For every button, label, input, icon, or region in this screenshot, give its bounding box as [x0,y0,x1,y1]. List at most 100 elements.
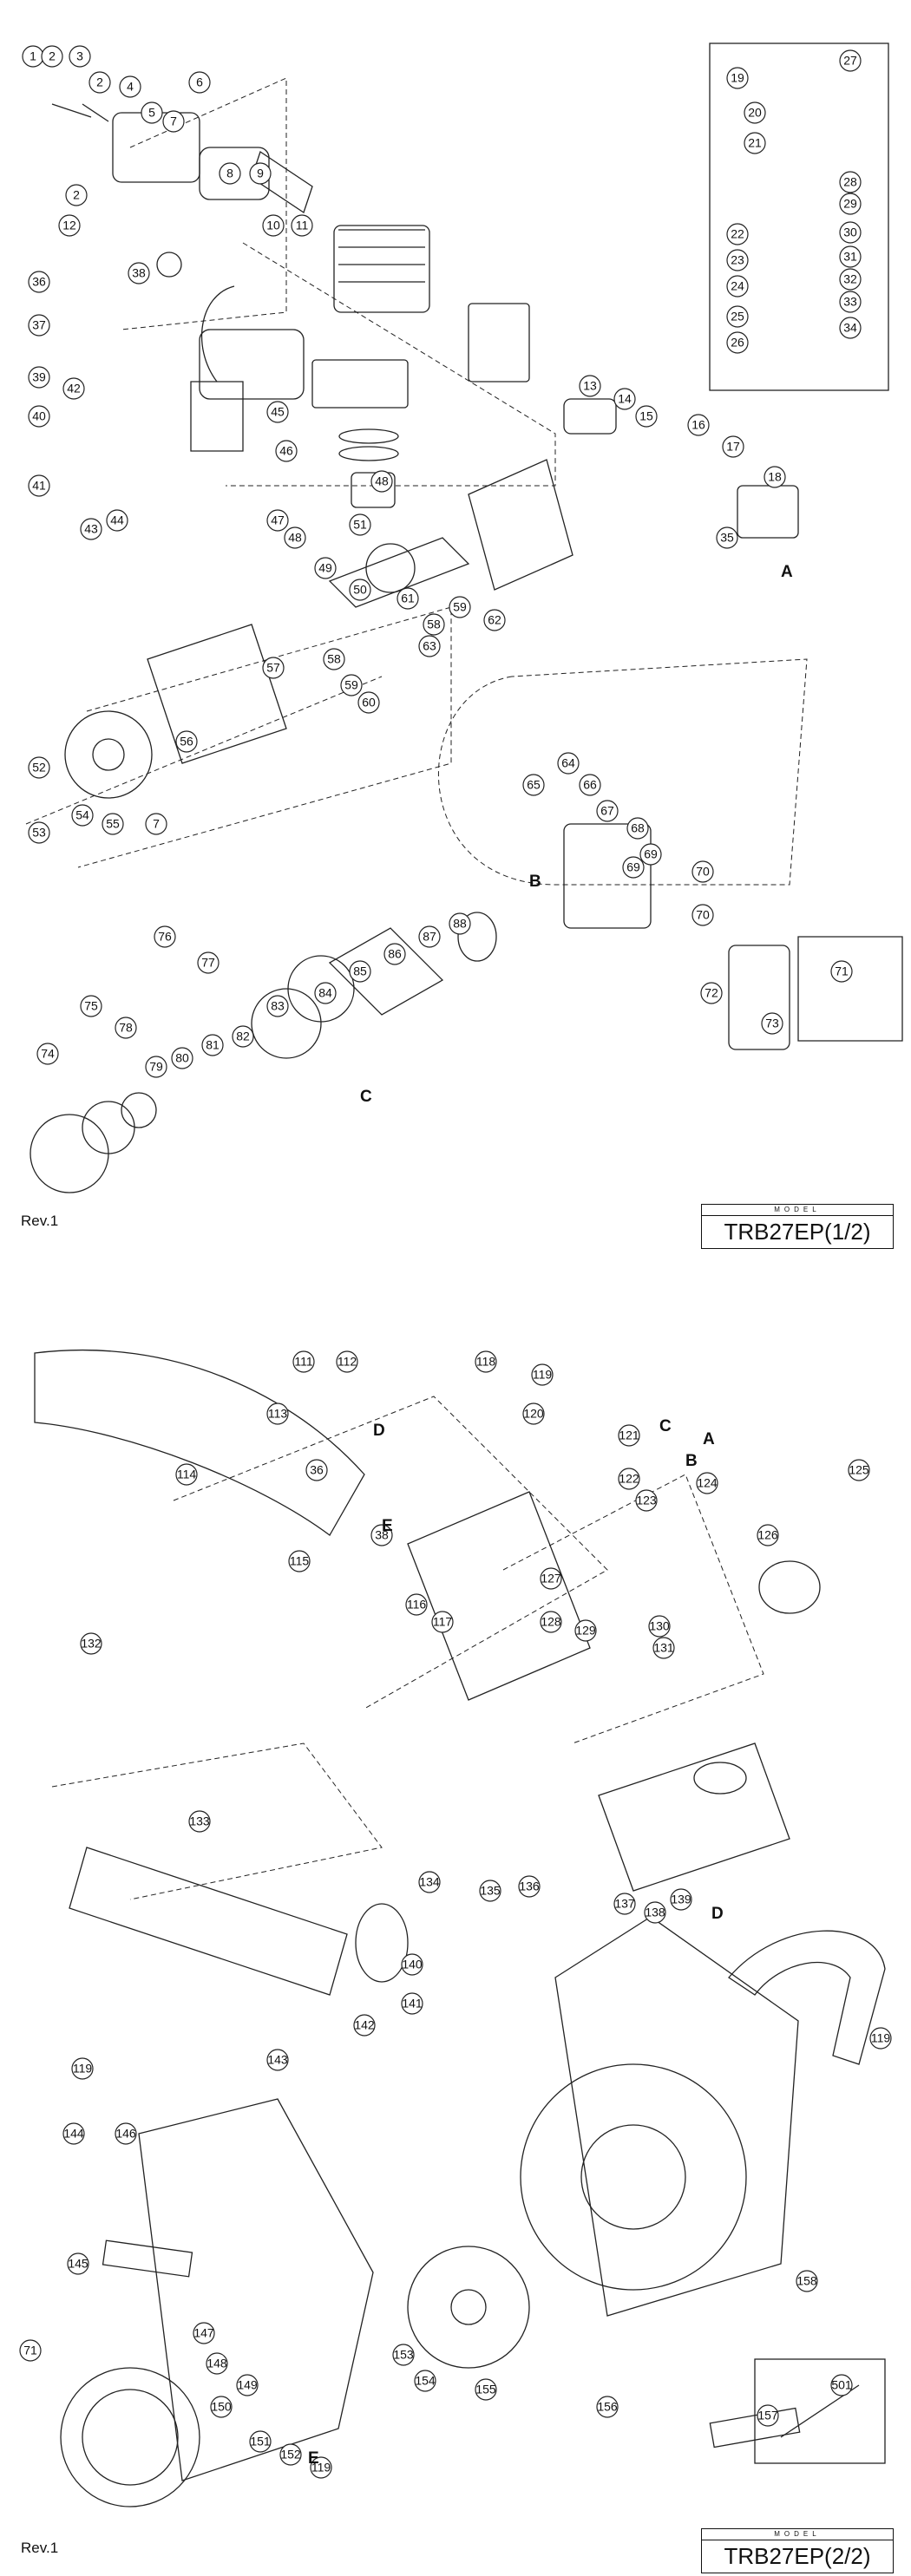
callout-circle [596,800,619,822]
callout-circle [275,440,298,462]
callout-circle [28,821,50,844]
callout-circle [839,221,862,244]
callout-number: 158 [796,2274,817,2288]
callout-circle [36,1043,59,1065]
callout-number: 7 [170,114,177,128]
callout-number: 11 [296,219,309,232]
callout-number: 61 [401,592,415,605]
callout-circle [726,223,749,245]
callout-circle [323,648,345,670]
callout-number: 70 [696,865,710,879]
callout-number: 74 [41,1047,55,1061]
callout-number: 67 [600,804,614,818]
callout-circle [80,518,102,540]
callout-number: 41 [32,479,46,493]
callout-number: 114 [177,1468,197,1481]
callout-circle [188,1810,211,1833]
callout-number: 25 [731,310,744,324]
callout-number: 19 [731,71,744,85]
callout-circle [232,1025,254,1048]
callout-circle [28,474,50,497]
callout-number: 142 [354,2018,375,2032]
callout-circle [648,1615,671,1638]
callout-number: 34 [843,321,857,335]
callout-circle [449,912,471,935]
callout-circle [266,401,289,423]
callout-number: 56 [180,735,193,749]
callout-circle [197,951,220,974]
callout-circle [349,513,371,536]
callout-number: 50 [353,583,367,597]
callout-circle [58,214,81,237]
callout-circle [349,579,371,601]
callout-circle [266,995,289,1017]
callout-number: 86 [388,947,402,961]
callout-number: 87 [423,930,436,944]
marker-C-page-2: C [659,1417,672,1435]
callout-number: 128 [541,1615,561,1629]
callout-number: 71 [835,964,849,978]
callout-circle [41,45,63,68]
callout-circle [744,132,766,154]
callout-circle [761,1012,783,1035]
callout-circle [210,2396,233,2418]
callout-circle [622,856,645,879]
callout-number: 43 [84,522,98,536]
callout-number: 72 [705,986,718,1000]
callout-circle [102,813,124,835]
callout-number: 55 [106,817,120,831]
callout-circle [418,635,441,657]
callout-circle [449,596,471,618]
callout-number: 122 [619,1472,639,1486]
callout-number: 36 [310,1463,324,1477]
callout-number: 121 [619,1429,639,1442]
callout-circle [292,1350,315,1373]
callout-circle [67,2252,89,2275]
callout-number: 131 [653,1641,674,1655]
callout-number: 28 [843,175,857,189]
callout-number: 82 [236,1030,250,1043]
callout-circle [696,1472,718,1494]
callout-number: 17 [726,440,740,454]
callout-number: 8 [226,167,233,180]
callout-circle [28,756,50,779]
callout-circle [670,1888,692,1911]
callout-number: 27 [843,54,857,68]
callout-circle [65,184,88,206]
callout-circle [141,101,163,124]
callout-number: 22 [731,227,744,241]
callout-circle [266,509,289,532]
callout-number: 24 [731,279,744,293]
callout-number: 118 [476,1355,496,1369]
callout-number: 23 [731,253,744,267]
model-number: TRB27EP(1/2) [724,1219,871,1245]
callout-number: 71 [23,2344,37,2357]
callout-number: 141 [402,1997,423,2010]
callout-number: 59 [453,600,467,614]
model-caption: MODEL [702,1205,893,1216]
callout-number: 139 [671,1893,691,1906]
callout-circle [522,774,545,796]
callout-circle [69,45,91,68]
callout-circle [652,1637,675,1659]
callout-number: 85 [353,964,367,978]
callout-circle [726,67,749,89]
callout-number: 45 [271,405,285,419]
callout-number: 70 [696,908,710,922]
callout-circle [431,1611,454,1633]
callout-circle [314,982,337,1004]
callout-number: 152 [280,2448,301,2462]
callout-number: 119 [533,1368,553,1382]
callout-number: 119 [871,2031,891,2045]
callout-number: 60 [362,696,376,709]
callout-circle [764,466,786,488]
callout-circle [839,268,862,291]
callout-number: 138 [645,1906,665,1919]
callout-circle [644,1901,666,1924]
callout-number: 149 [237,2378,258,2392]
callout-circle [171,1047,193,1069]
callout-number: 501 [831,2378,852,2392]
callout-number: 5 [148,106,155,120]
callout-number: 32 [843,272,857,286]
